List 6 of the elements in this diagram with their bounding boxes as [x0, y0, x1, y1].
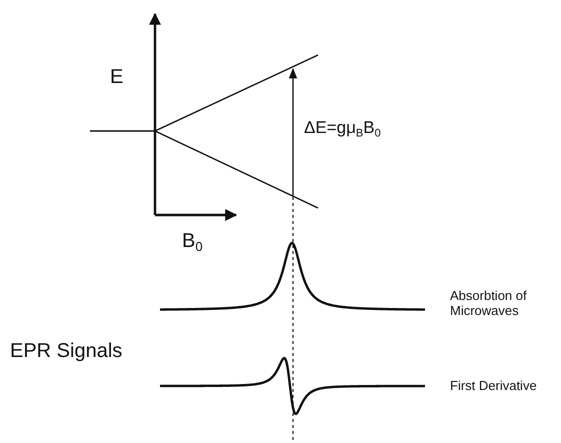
section-title: EPR Signals [10, 340, 122, 363]
curve-label: Absorbtion of Microwaves [450, 289, 528, 319]
axis-label: B$_{0}$ [182, 230, 203, 253]
axis-label: E [110, 66, 124, 89]
curve-label: First Derivative [450, 379, 537, 394]
energy-gap-formula: ΔE=gμ$_{B}$B$_{0}$ [304, 118, 381, 138]
